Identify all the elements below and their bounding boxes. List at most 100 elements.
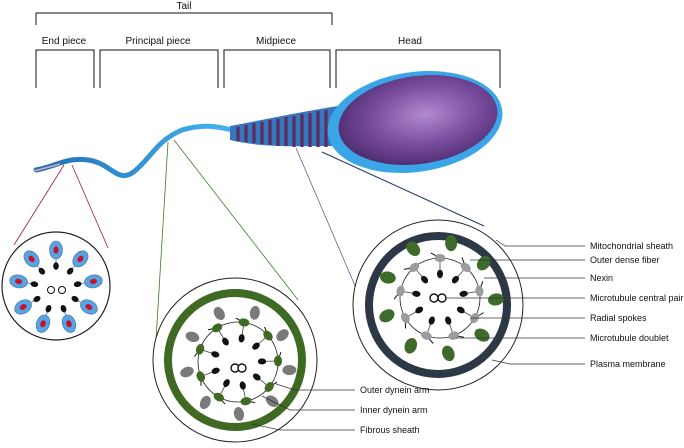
end-inner-fiber [30,281,39,288]
midpiece-cross-section [352,219,524,391]
end-doublet-red [15,278,23,285]
end-doublet-red [53,246,59,254]
mitochondrion [406,241,421,257]
midpiece-inner-fiber [451,275,459,284]
principal-doublet [212,323,223,333]
midpiece-zoom-line-left [295,147,357,289]
midpiece-doublet [409,262,420,273]
end-inner-fiber [53,262,59,270]
midpiece-doublet [400,312,410,324]
principal-piece-cross-section [152,277,318,443]
end-piece-tip [33,163,61,172]
end-doublet-red [85,304,93,310]
tail-label: Tail [176,1,191,12]
label-microtubule-doublet: Microtubule doublet [590,333,669,343]
principal-doublet [213,392,225,402]
leader-inner-dynein-arm [261,395,355,411]
end-inner-fiber [38,267,46,275]
principal-doublet [196,371,205,382]
fibrous-sheath-ring [164,289,306,431]
principal-inner-fiber [211,351,220,358]
principal-outer-fiber [180,366,194,378]
principal-doublet [273,355,282,367]
label-plasma-membrane: Plasma membrane [590,359,666,369]
midpiece-inner-fiber [437,269,443,279]
midpiece-inner-fiber [415,306,424,314]
mitochondrion [476,255,491,271]
midpiece-leader-lines [446,239,585,365]
principal-doublet [263,330,273,341]
principal-outer-fiber [249,305,260,320]
end-piece-central-pair-right [58,286,66,294]
midpiece-inner-fiber [421,275,429,284]
mitochondrial-sheath-ring [365,232,511,378]
mitochondrion [488,293,504,306]
midpiece-inner-fiber [456,306,465,314]
midpiece-doublet [396,285,405,297]
mitochondrion [379,271,396,284]
principal-leader-lines [251,383,355,431]
midpiece-inner-fiber [459,290,468,297]
label-outer-dense-fiber: Outer dense fiber [590,255,660,265]
end-inner-fiber [66,267,74,275]
principal-zoom-line-left [155,141,169,341]
midpiece-doublet [420,331,432,340]
principal-outer-fiber [233,407,245,421]
end-piece-segments [9,240,103,333]
principal-doublet [195,343,205,355]
principal-inner-fiber [239,381,246,390]
tail-bracket [35,12,333,25]
sperm-head [338,75,498,165]
sperm-tail [33,123,235,179]
principal-doublet [240,397,252,406]
end-doublet-red [66,320,72,328]
midpiece-central-pair-left [429,293,439,303]
principal-outer-fiber [213,306,225,321]
mitochondrion [445,235,458,252]
midpiece-bracket [223,49,331,88]
label-outer-dynein-arm: Outer dynein arm [360,385,430,395]
end-inner-fiber [33,295,41,303]
principal-outer-fiber [276,329,289,342]
zoom-lines [13,139,485,341]
label-radial-spokes: Radial spokes [590,313,647,323]
midpiece-doublet [475,285,484,297]
principal-inner-fiber [211,367,220,374]
midpiece-coils [236,110,328,147]
end-doublet-red [77,255,84,263]
end-inner-fiber [73,281,82,288]
midpiece-central-pair-right [437,293,447,303]
label-nexin: Nexin [590,273,613,283]
principal-inner-fiber [252,373,261,381]
principal-inner-fiber [252,342,260,350]
end-piece-cross-section [1,231,111,341]
mitochondrion [474,328,490,342]
midpiece-inner-fiber [412,290,421,297]
principal-inner-fiber [222,337,229,346]
midpiece-segments [379,235,504,362]
principal-piece-label: Principal piece [125,36,190,47]
principal-outer-fiber [199,395,211,410]
midpiece-doublet [460,262,471,273]
end-doublet-red [89,278,97,285]
end-piece-label: End piece [42,36,87,47]
sperm-illustration [33,70,503,179]
leader-outer-dynein-arm [275,383,355,391]
head-label: Head [398,36,422,47]
end-piece-central-pair-left [47,286,55,294]
label-microtubule-central-pair: Microtubule central pair [590,293,684,303]
principal-piece-segments [180,305,297,421]
end-doublet-red [19,304,27,310]
leader-plasma-membrane [491,359,585,365]
midpiece-label: Midpiece [256,36,296,47]
principal-inner-fiber [257,358,267,365]
end-zoom-line-right [71,164,109,249]
end-zoom-line-left [13,164,65,246]
principal-doublet [264,381,274,392]
end-piece-bracket [35,49,95,88]
principal-zoom-line-right [173,139,299,301]
principal-outer-fiber [185,331,200,343]
section-brackets [35,12,501,88]
midpiece-zoom-line-right [321,151,485,227]
